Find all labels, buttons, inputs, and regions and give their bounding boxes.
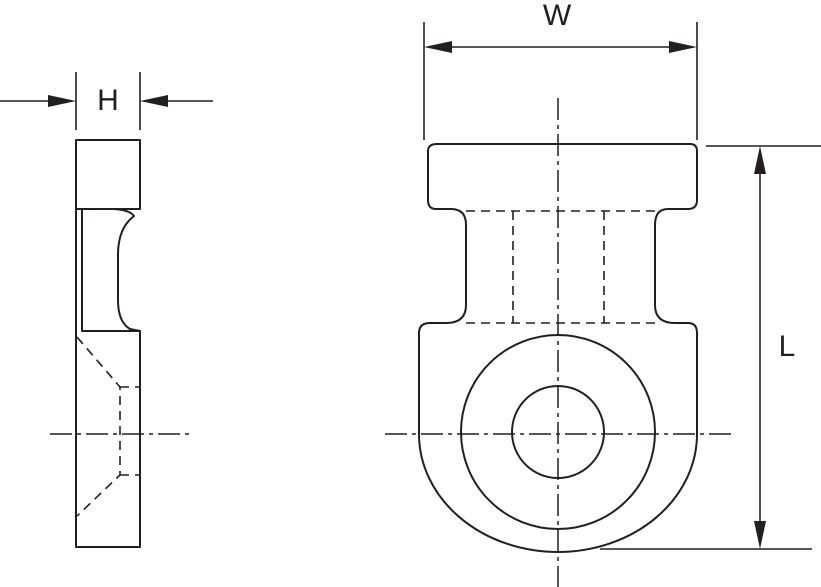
side-view-neck (75, 208, 141, 332)
length-label: L (779, 330, 796, 363)
front-view-hidden-neck (466, 210, 655, 324)
height-arrow-left (48, 95, 76, 107)
width-arrow-left (424, 41, 452, 53)
side-view-lower-body (75, 330, 141, 548)
side-view: H (0, 72, 213, 548)
side-view-hidden-countersink (76, 336, 140, 517)
length-arrow-bottom (754, 521, 766, 549)
height-arrow-right (140, 95, 168, 107)
side-view-top-block (75, 139, 141, 210)
height-label: H (97, 84, 119, 117)
front-view: W L (385, 0, 821, 587)
length-arrow-top (754, 146, 766, 174)
front-view-outline (418, 143, 698, 553)
width-label: W (543, 0, 572, 32)
width-arrow-right (669, 41, 697, 53)
